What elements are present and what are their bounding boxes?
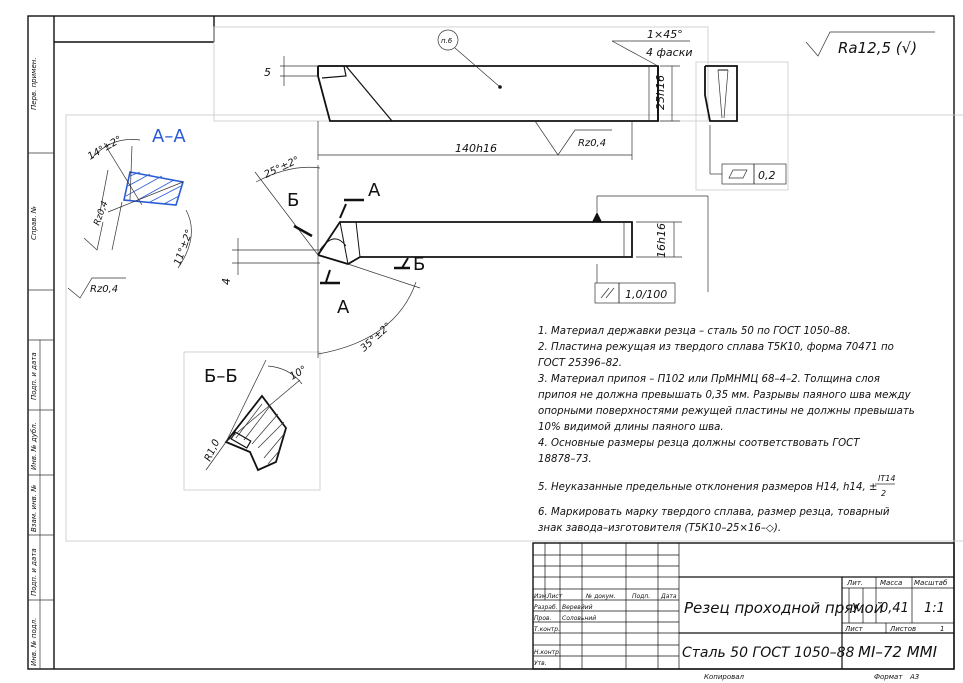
chamfer-dim: 1×45° bbox=[647, 28, 683, 41]
note-line: 3. Материал припоя – П102 или ПрМНМЦ 68–… bbox=[538, 374, 880, 385]
side-stamp: Перв. примен. Справ. № Подп. и дата Инв.… bbox=[28, 57, 54, 669]
dim-4: 4 bbox=[220, 278, 233, 285]
dim-25: 25h16 bbox=[654, 75, 667, 110]
format-label: Формат bbox=[874, 673, 903, 681]
role-2: Пров. bbox=[534, 615, 552, 622]
end-view: 0,2 bbox=[695, 61, 789, 191]
hdr-izm: Изм. bbox=[534, 593, 548, 600]
technical-notes: 1. Материал державки резца – сталь 50 по… bbox=[538, 326, 915, 534]
position-number: п.6 bbox=[441, 37, 453, 45]
flatness-tol: 0,2 bbox=[758, 169, 776, 182]
note-frac-num: IT14 bbox=[878, 474, 895, 483]
dim-5: 5 bbox=[264, 66, 271, 79]
sheets-header: Листов bbox=[889, 625, 916, 633]
stamp-2: Справ. № bbox=[30, 206, 38, 240]
roughness-text: Ra12,5 (√) bbox=[838, 39, 917, 57]
part-name: Резец проходной прямой bbox=[684, 599, 884, 617]
note-line: 2. Пластина режущая из твердого сплава Т… bbox=[538, 342, 894, 353]
chamfers-note: 4 фаски bbox=[646, 46, 692, 59]
designation: МI–72 ММI bbox=[858, 643, 938, 661]
stamp-1: Перв. примен. bbox=[30, 57, 38, 110]
hdr-sign: Подп. bbox=[632, 593, 650, 600]
note-line: ГОСТ 25396–82. bbox=[538, 358, 622, 369]
scale-value: 1:1 bbox=[924, 601, 945, 616]
note-line: 10% видимой длины паяного шва. bbox=[538, 422, 724, 433]
name-1: Веревйий bbox=[562, 604, 593, 611]
note-frac-den: 2 bbox=[881, 489, 886, 498]
top-view: п.6 1×45° 4 фаски 5 25h16 140h16 Rz0,4 bbox=[264, 28, 692, 160]
roughness-symbol: Ra12,5 (√) bbox=[805, 31, 935, 57]
cut-b-bottom: Б bbox=[413, 254, 425, 275]
scale-header: Масштаб bbox=[914, 579, 948, 587]
section-aa-label: А–А bbox=[152, 126, 186, 147]
role-5: Н.контр. bbox=[534, 649, 561, 656]
note-line: 18878–73. bbox=[538, 454, 592, 465]
sheet-header: Лист bbox=[844, 625, 864, 633]
rz-left: Rz0,4 bbox=[90, 284, 118, 295]
stamp-4: Инв. № дубл. bbox=[30, 422, 38, 470]
stamp-7: Инв. № подл. bbox=[30, 618, 38, 666]
lit-header: Лит. bbox=[846, 579, 863, 587]
lit-value: У bbox=[852, 601, 860, 615]
sheets-value: 1 bbox=[940, 625, 944, 633]
section-b-b: Б–Б 10° R1,0 bbox=[203, 359, 309, 472]
hdr-list: Лист bbox=[546, 593, 563, 600]
parallel-tol: 1,0/100 bbox=[625, 288, 667, 301]
stamp-3: Подп. и дата bbox=[30, 352, 38, 400]
role-1: Разраб. bbox=[534, 604, 558, 611]
note-line: припоя не должна превышать 0,35 мм. Разр… bbox=[538, 390, 912, 401]
hdr-doc: № докум. bbox=[585, 593, 616, 600]
note-line: 1. Материал державки резца – сталь 50 по… bbox=[538, 326, 851, 337]
mass-header: Масса bbox=[880, 579, 902, 587]
name-2: Соловьний bbox=[562, 615, 596, 622]
part-material: Сталь 50 ГОСТ 1050–88 bbox=[682, 645, 855, 661]
outer-frame bbox=[27, 15, 955, 670]
note-line: 6. Маркировать марку твердого сплава, ра… bbox=[538, 507, 890, 518]
cut-b-top: Б bbox=[287, 190, 299, 211]
section-bb-label: Б–Б bbox=[204, 366, 238, 387]
mass-value: 0,41 bbox=[880, 601, 909, 616]
cut-a-bottom: А bbox=[337, 297, 350, 318]
rz-top: Rz0,4 bbox=[578, 138, 606, 149]
note-line: 4. Основные размеры резца должны соответ… bbox=[538, 438, 860, 449]
format-value: А3 bbox=[909, 673, 919, 681]
dim-140: 140h16 bbox=[455, 142, 497, 155]
dim-16: 16h16 bbox=[655, 223, 668, 258]
copied-label: Копировал bbox=[704, 673, 745, 681]
stamp-6: Подп. и дата bbox=[30, 548, 38, 596]
title-block: Лит. Масса Масштаб У 0,41 1:1 Лист Листо… bbox=[532, 542, 955, 681]
cut-a-top: А bbox=[368, 180, 381, 201]
note-line: опорными поверхностями режущей пластины … bbox=[538, 406, 915, 417]
role-3: Т.контр. bbox=[534, 626, 560, 633]
note-line: знак завода–изготовителя (Т5К10–25×16–◇)… bbox=[538, 523, 781, 534]
hdr-date: Дата bbox=[660, 593, 677, 600]
stamp-5: Взам. инв. № bbox=[30, 484, 38, 532]
role-6: Утв. bbox=[534, 660, 547, 667]
note-line: 5. Неуказанные предельные отклонения раз… bbox=[538, 482, 877, 493]
